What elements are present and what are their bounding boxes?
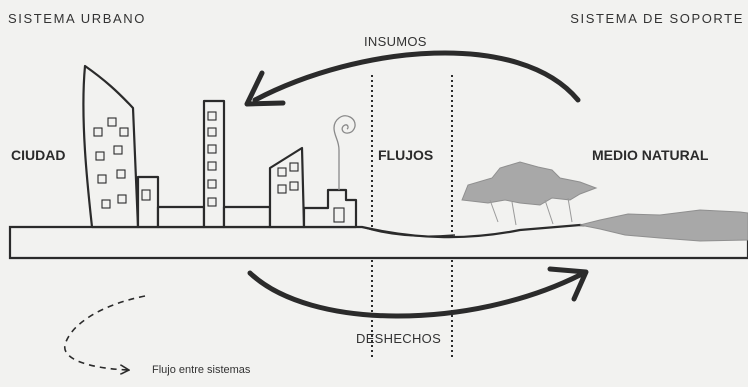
legend-dashed-arrow [64, 295, 146, 370]
urban-system-title: SISTEMA URBANO [8, 11, 146, 26]
building-low-block-2 [222, 205, 272, 229]
deshechos-arrow [247, 266, 589, 319]
building-low-block [156, 205, 206, 229]
building-house [302, 188, 358, 229]
building-windows [93, 111, 345, 223]
building-small-block [136, 175, 160, 229]
city-buildings [82, 64, 358, 229]
smoke-spiral [333, 115, 356, 190]
building-slanted [268, 146, 306, 229]
ciudad-label: CIUDAD [11, 147, 66, 163]
insumos-arrow [244, 50, 581, 107]
building-narrow-tower [202, 99, 226, 229]
medio-natural-label: MEDIO NATURAL [592, 147, 709, 163]
insumos-label: INSUMOS [364, 34, 427, 49]
legend-label: Flujo entre sistemas [152, 364, 251, 376]
natural-vegetation [461, 161, 748, 242]
flujos-label: FLUJOS [378, 147, 434, 163]
support-system-title: SISTEMA DE SOPORTE [570, 11, 744, 26]
building-tower-curved [82, 64, 140, 229]
deshechos-label: DESHECHOS [356, 331, 442, 346]
